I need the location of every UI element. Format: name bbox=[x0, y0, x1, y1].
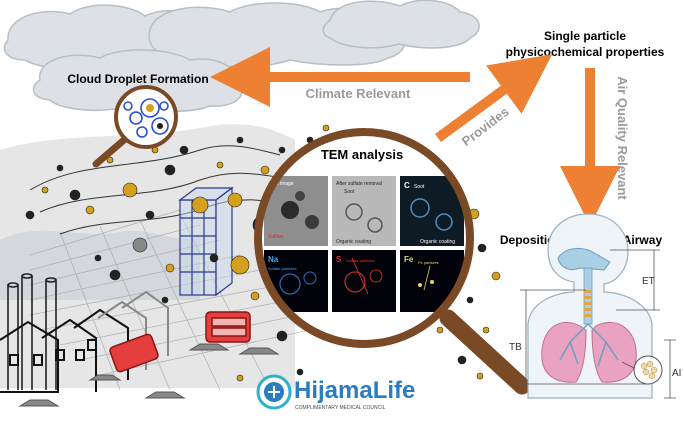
after-sulfate-label: After sulfate removal bbox=[336, 181, 382, 187]
soot-label-b: Soot bbox=[414, 184, 425, 190]
small-lens-handle bbox=[92, 136, 128, 168]
cloud-droplet-label: Cloud Droplet Formation bbox=[67, 72, 208, 86]
physicochemical-label: physicochemical properties bbox=[506, 45, 665, 59]
single-particle-label: Single particle bbox=[544, 29, 626, 43]
provides-label: Provides bbox=[459, 104, 512, 149]
organic-label-c: Organic coating bbox=[420, 239, 455, 245]
fe-label: Fe bbox=[404, 255, 414, 264]
sulfate-label: Sulfate bbox=[268, 234, 284, 240]
na-label: Na bbox=[268, 255, 279, 264]
panel-c-letter: C bbox=[404, 181, 410, 190]
tem-image-label: TEM image bbox=[268, 181, 294, 187]
na-sub-label: Sulfate particles bbox=[268, 266, 296, 271]
organic-label-b: Organic coating bbox=[336, 239, 371, 245]
s-sub-label: Sulfate particles bbox=[346, 258, 374, 263]
climate-relevant-label: Climate Relevant bbox=[306, 86, 411, 101]
small-lens-rim bbox=[114, 85, 178, 149]
et-label: ET bbox=[642, 276, 655, 287]
air-quality-label: Air Quality Relevant bbox=[615, 76, 630, 200]
s-label: S bbox=[336, 255, 342, 264]
tb-label: TB bbox=[509, 342, 522, 353]
tem-panel-b bbox=[332, 176, 396, 246]
tem-analysis-label: TEM analysis bbox=[321, 147, 403, 162]
human-airway-figure: ET TB AI bbox=[509, 213, 681, 399]
fe-sub-label: Fe particles bbox=[418, 260, 439, 265]
tem-lens-handle bbox=[439, 309, 531, 395]
tem-lens-content: TEM image After sulfate removal Soot C S… bbox=[258, 132, 470, 344]
tem-panel-s bbox=[332, 250, 396, 312]
provides-arrow bbox=[435, 54, 553, 143]
ai-label: AI bbox=[672, 368, 681, 379]
logo-brand: HijamaLife bbox=[294, 377, 415, 404]
logo-tagline: COMPLIMENTARY MEDICAL COUNCIL bbox=[295, 405, 386, 411]
cloud-bank bbox=[3, 0, 480, 112]
hijamalife-logo: HijamaLife COMPLIMENTARY MEDICAL COUNCIL bbox=[256, 374, 415, 411]
tem-lens-rim bbox=[254, 128, 474, 348]
soot-label-a: Soot bbox=[344, 189, 355, 195]
